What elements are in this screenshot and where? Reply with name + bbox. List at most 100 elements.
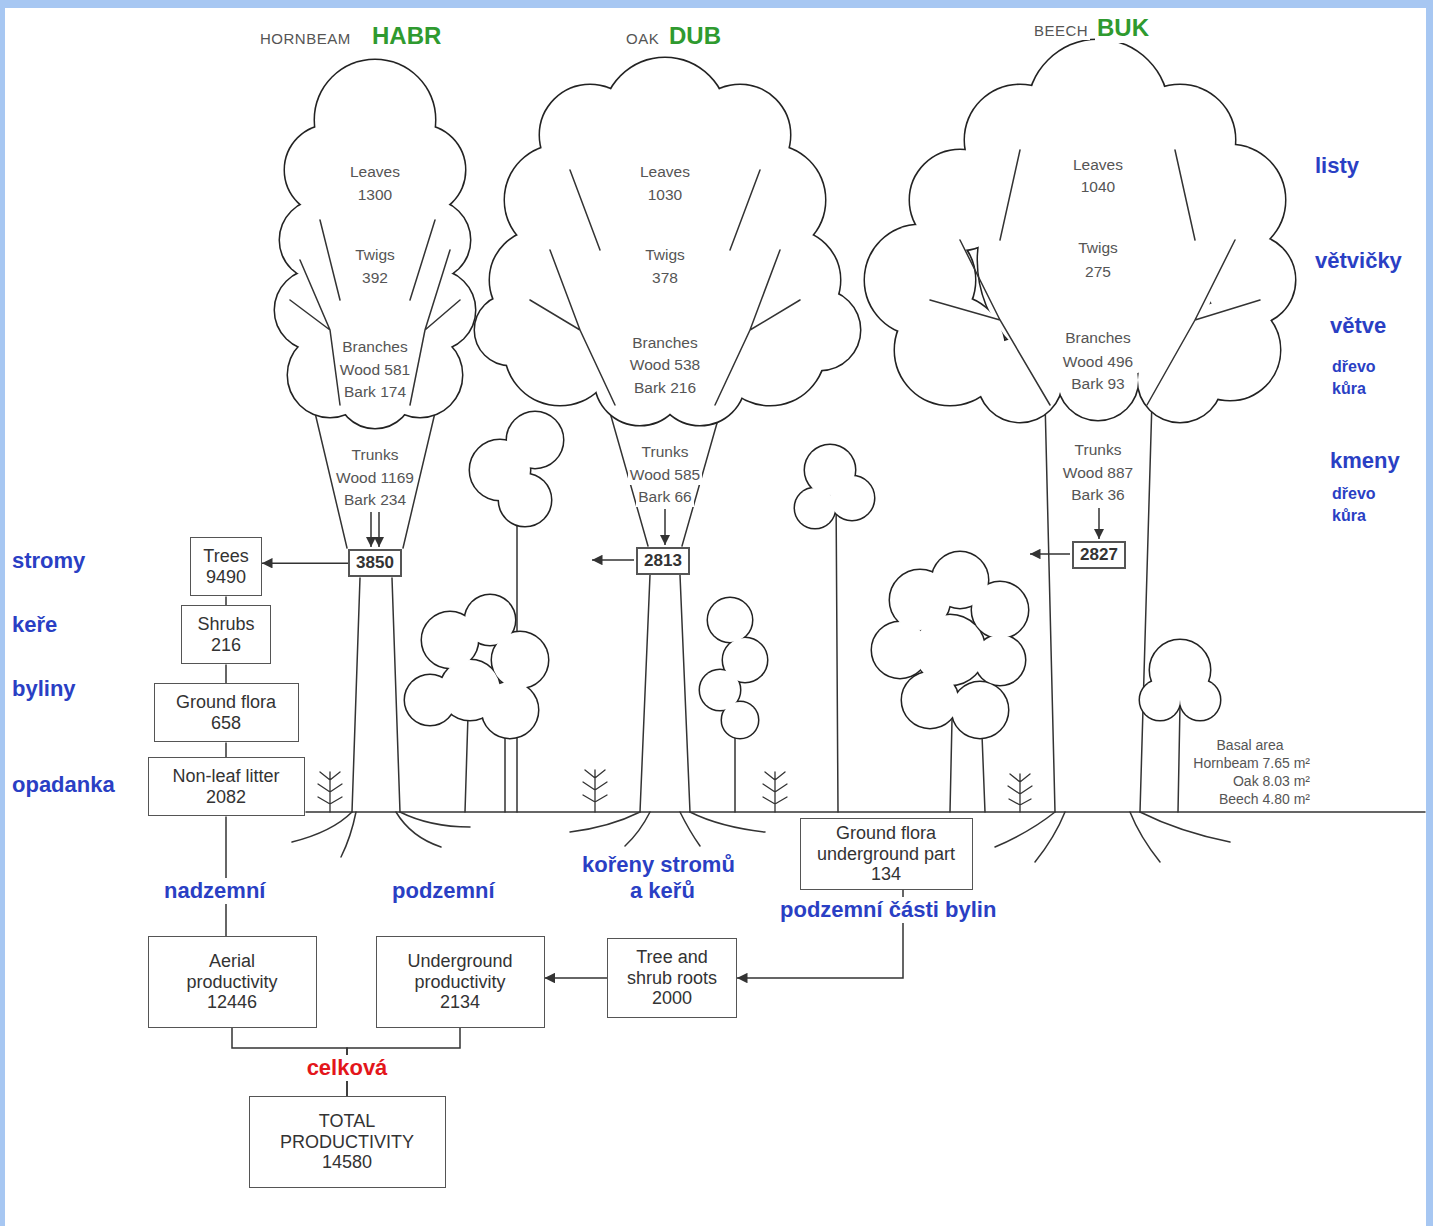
box-text: 2827 (1080, 545, 1118, 565)
biomass-value: Bark 66 (636, 488, 693, 507)
biomass-value: Bark 174 (342, 383, 408, 402)
biomass-value: 1040 (1079, 178, 1117, 197)
tree-name-cz: BUK (1095, 14, 1151, 43)
czech-label: keře (10, 612, 59, 638)
box-value: 658 (163, 713, 290, 734)
hornbeam-canopy (275, 60, 475, 428)
czech-label: kmeny (1328, 448, 1402, 474)
tree-name: BEECH (1032, 22, 1090, 40)
productivity-box: Ground flora658 (154, 683, 299, 742)
czech-label: větvičky (1313, 248, 1404, 274)
biomass-value: 392 (360, 269, 390, 288)
connector-line (225, 596, 227, 605)
basal-area-note: Basal area (1215, 737, 1286, 754)
box-value: 2000 (616, 988, 728, 1009)
box-value: 14580 (268, 1152, 427, 1173)
productivity-box: Aerial productivity12446 (148, 936, 317, 1028)
tree-name-cz: HABR (370, 22, 443, 51)
czech-label: větve (1328, 313, 1388, 339)
productivity-box: Shrubs216 (181, 605, 271, 664)
biomass-value: Branches (630, 334, 699, 353)
czech-label: kůra (1330, 379, 1368, 398)
box-text: Shrubs (190, 614, 262, 635)
productivity-box: TOTAL PRODUCTIVITY14580 (249, 1096, 446, 1188)
biomass-value: Wood 585 (628, 466, 702, 485)
flow-arrow (1098, 508, 1100, 539)
biomass-value: Twigs (353, 246, 397, 265)
productivity-box: Tree and shrub roots2000 (607, 938, 737, 1018)
basal-area-note: Hornbeam 7.65 m² (1191, 755, 1312, 772)
ground-line (306, 811, 1425, 813)
basal-area-note: Oak 8.03 m² (1231, 773, 1312, 790)
box-value: 2082 (157, 787, 296, 808)
biomass-value: Bark 216 (632, 379, 698, 398)
flow-arrow (370, 512, 372, 547)
tree-name-cz: DUB (667, 22, 723, 51)
productivity-box: Ground flora underground part134 (800, 818, 973, 890)
box-value: 134 (809, 864, 964, 885)
biomass-value: 275 (1083, 263, 1113, 282)
czech-label: nadzemní (162, 878, 267, 904)
biomass-value: Trunks (350, 446, 401, 465)
productivity-box: 2827 (1072, 541, 1126, 569)
productivity-box: Trees9490 (190, 537, 262, 596)
connector-line (545, 977, 608, 979)
connector-line (225, 664, 227, 683)
biomass-value: Twigs (643, 246, 687, 265)
hornbeam-canopy (275, 60, 475, 428)
czech-label: podzemní části bylin (778, 897, 998, 923)
czech-label: dřevo (1330, 484, 1378, 503)
biomass-value: Wood 887 (1061, 464, 1135, 483)
biomass-value: 1030 (646, 186, 684, 205)
oak-canopy (475, 58, 860, 425)
box-text: 2813 (644, 551, 682, 571)
biomass-value: Trunks (640, 443, 691, 462)
connector-line (225, 816, 227, 936)
plant-stem (465, 490, 1180, 812)
productivity-box: Underground productivity2134 (376, 936, 545, 1028)
biomass-value: Leaves (348, 163, 402, 182)
biomass-value: Wood 496 (1061, 353, 1135, 372)
box-value: 12446 (167, 992, 298, 1013)
biomass-value: Bark 93 (1069, 375, 1126, 394)
tree-name: OAK (624, 30, 661, 48)
box-text: Tree and shrub roots (616, 947, 728, 988)
czech-label: celková (305, 1055, 390, 1081)
biomass-value: 378 (650, 269, 680, 288)
czech-label: opadanka (10, 772, 117, 798)
biomass-value: Branches (1063, 329, 1132, 348)
biomass-value: 1300 (356, 186, 394, 205)
understory-crowns (405, 412, 1220, 738)
flow-arrow (592, 559, 634, 561)
biomass-value: Leaves (1071, 156, 1125, 175)
box-value: 216 (190, 635, 262, 656)
czech-label: a keřů (628, 878, 697, 904)
biomass-value: Twigs (1076, 239, 1120, 258)
box-text: TOTAL PRODUCTIVITY (268, 1111, 427, 1152)
czech-label: dřevo (1330, 357, 1378, 376)
czech-label: podzemní (390, 878, 497, 904)
connector-line (225, 742, 227, 757)
box-text: Ground flora (163, 692, 290, 713)
tree-roots (292, 812, 1230, 862)
biomass-value: Bark 234 (342, 491, 408, 510)
czech-label: byliny (10, 676, 78, 702)
oak-canopy (475, 58, 860, 425)
flow-arrow (378, 512, 380, 547)
box-text: Ground flora underground part (809, 823, 964, 864)
tree-branches (290, 150, 1260, 405)
basal-area-note: Beech 4.80 m² (1217, 791, 1312, 808)
box-text: Aerial productivity (167, 951, 298, 992)
beech-canopy (865, 40, 1295, 422)
box-value: 2134 (395, 992, 526, 1013)
flow-arrow (1030, 553, 1070, 555)
czech-label: kůra (1330, 506, 1368, 525)
connector-line (262, 562, 348, 564)
box-text: Non-leaf litter (157, 766, 296, 787)
box-text: 3850 (356, 553, 394, 573)
biomass-value: Trunks (1073, 441, 1124, 460)
biomass-value: Bark 36 (1069, 486, 1126, 505)
biomass-value: Branches (340, 338, 409, 357)
czech-label: listy (1313, 153, 1361, 179)
